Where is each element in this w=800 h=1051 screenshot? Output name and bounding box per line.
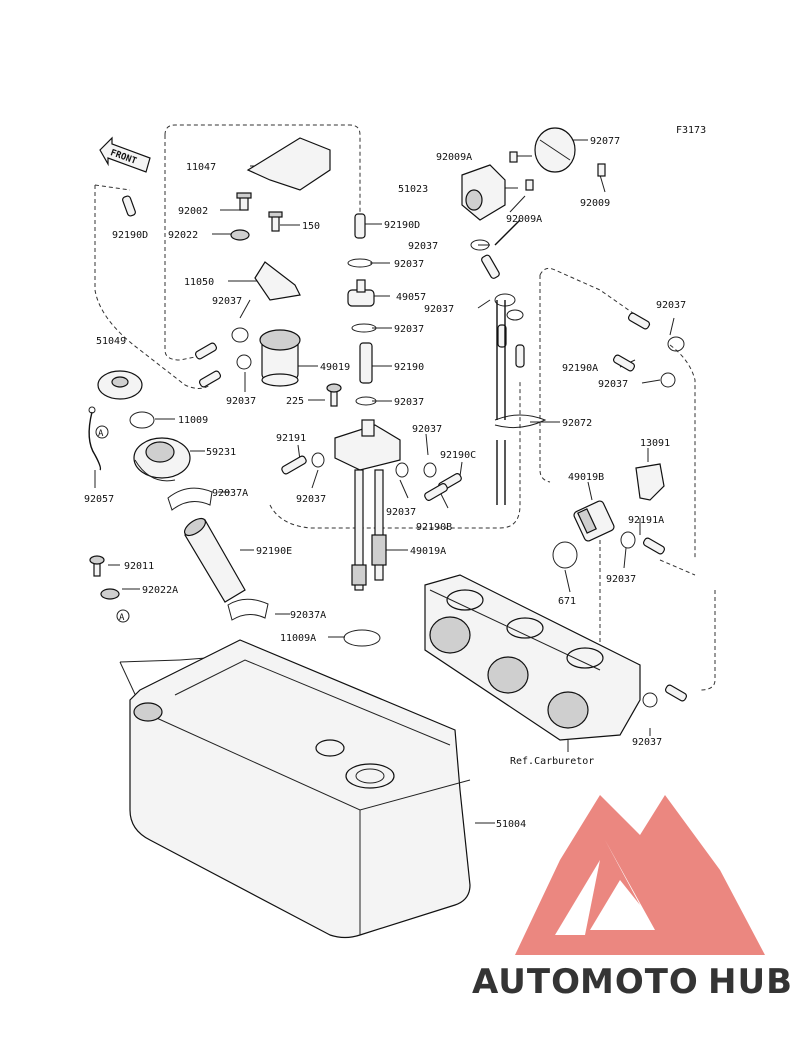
- label-92037A-top: 92037A: [212, 488, 248, 499]
- label-92037-c: 92037: [212, 296, 242, 307]
- fuel-filter-49019: [259, 329, 301, 387]
- watermark-hub: HUB: [708, 962, 793, 1002]
- label-92037-e: 92037: [394, 324, 424, 335]
- label-92057: 92057: [84, 494, 114, 505]
- check-valve-49019B: [573, 500, 615, 542]
- label-92191: 92191: [276, 433, 306, 444]
- part-49057: [347, 279, 375, 307]
- label-92037-l: 92037: [606, 574, 636, 585]
- label-92037-f: 92037: [598, 379, 628, 390]
- label-92190A: 92190A: [562, 363, 598, 374]
- figure-code: F3173: [676, 125, 706, 136]
- label-59231: 59231: [206, 447, 236, 458]
- label-49019B: 49019B: [568, 472, 604, 483]
- label-92011: 92011: [124, 561, 154, 572]
- label-92037-h: 92037: [394, 397, 424, 408]
- label-92190E: 92190E: [256, 546, 292, 557]
- label-92009A-mid: 92009A: [506, 214, 542, 225]
- label-92037-a: 92037: [408, 241, 438, 252]
- label-150: 150: [302, 221, 320, 232]
- label-92022: 92022: [168, 230, 198, 241]
- fuel-line: [494, 219, 521, 505]
- label-92072: 92072: [562, 418, 592, 429]
- label-92190: 92190: [394, 362, 424, 373]
- label-92037A-bot: 92037A: [290, 610, 326, 621]
- strap-92057: [88, 406, 102, 471]
- watermark-moto: MOTO: [580, 962, 699, 1002]
- holder-13091: [635, 463, 665, 501]
- fuel-cock-51023: [461, 164, 506, 221]
- callout-a-bottom: A: [116, 609, 130, 623]
- part-labels: 92077 92009A 51023 92009A 92009 11047 92…: [84, 136, 686, 830]
- label-11009: 11009: [178, 415, 208, 426]
- label-671: 671: [558, 596, 576, 607]
- label-92037-j: 92037: [296, 494, 326, 505]
- label-92077: 92077: [590, 136, 620, 147]
- callout-a-top: A: [95, 425, 109, 439]
- watermark-logo: AUTO MOTO HUB: [472, 795, 793, 1002]
- label-11050: 11050: [184, 277, 214, 288]
- hose-routing-lines: [94, 124, 716, 691]
- fasteners: [89, 151, 606, 600]
- bracket-11050: [254, 261, 301, 301]
- label-225: 225: [286, 396, 304, 407]
- label-11047: 11047: [186, 162, 216, 173]
- label-92190B: 92190B: [416, 522, 452, 533]
- label-49057: 49057: [396, 292, 426, 303]
- clamp-92037A-top: [167, 487, 213, 511]
- hose-segments: [122, 195, 688, 702]
- filler-hose-92190E: [183, 517, 246, 603]
- svg-text:A: A: [98, 429, 104, 439]
- label-49019A: 49019A: [410, 546, 446, 557]
- label-51004: 51004: [496, 819, 526, 830]
- fuel-cap-51049: [97, 370, 143, 400]
- label-92037-d: 92037: [424, 304, 454, 315]
- label-92037-g: 92037: [226, 396, 256, 407]
- label-92037-b: 92037: [394, 259, 424, 270]
- fuel-valve-assembly: [334, 419, 401, 591]
- label-92037-i: 92037: [412, 424, 442, 435]
- clamp-92037A-bot: [227, 598, 269, 621]
- label-92009: 92009: [580, 198, 610, 209]
- label-92037-right: 92037: [656, 300, 686, 311]
- label-92009A-top: 92009A: [436, 152, 472, 163]
- fuel-tank: [129, 639, 471, 939]
- bracket-11047: [246, 137, 331, 191]
- label-11009A: 11009A: [280, 633, 316, 644]
- lever-92077: [534, 127, 576, 173]
- svg-text:A: A: [119, 613, 125, 623]
- label-51023: 51023: [398, 184, 428, 195]
- label-92022A: 92022A: [142, 585, 178, 596]
- label-92191A: 92191A: [628, 515, 664, 526]
- label-13091: 13091: [640, 438, 670, 449]
- label-92190C: 92190C: [440, 450, 476, 461]
- label-49019: 49019: [320, 362, 350, 373]
- front-arrow-icon: FRONT: [99, 136, 151, 173]
- watermark-auto: AUTO: [472, 962, 581, 1002]
- label-92002: 92002: [178, 206, 208, 217]
- label-51049: 51049: [96, 336, 126, 347]
- carburetor-bank: [424, 574, 641, 741]
- label-92190D-left: 92190D: [112, 230, 148, 241]
- label-92037-k: 92037: [386, 507, 416, 518]
- label-92037-m: 92037: [632, 737, 662, 748]
- ref-carburetor-note: Ref.Carburetor: [510, 756, 594, 767]
- filler-neck-59231: [133, 437, 191, 482]
- label-92190D-mid: 92190D: [384, 220, 420, 231]
